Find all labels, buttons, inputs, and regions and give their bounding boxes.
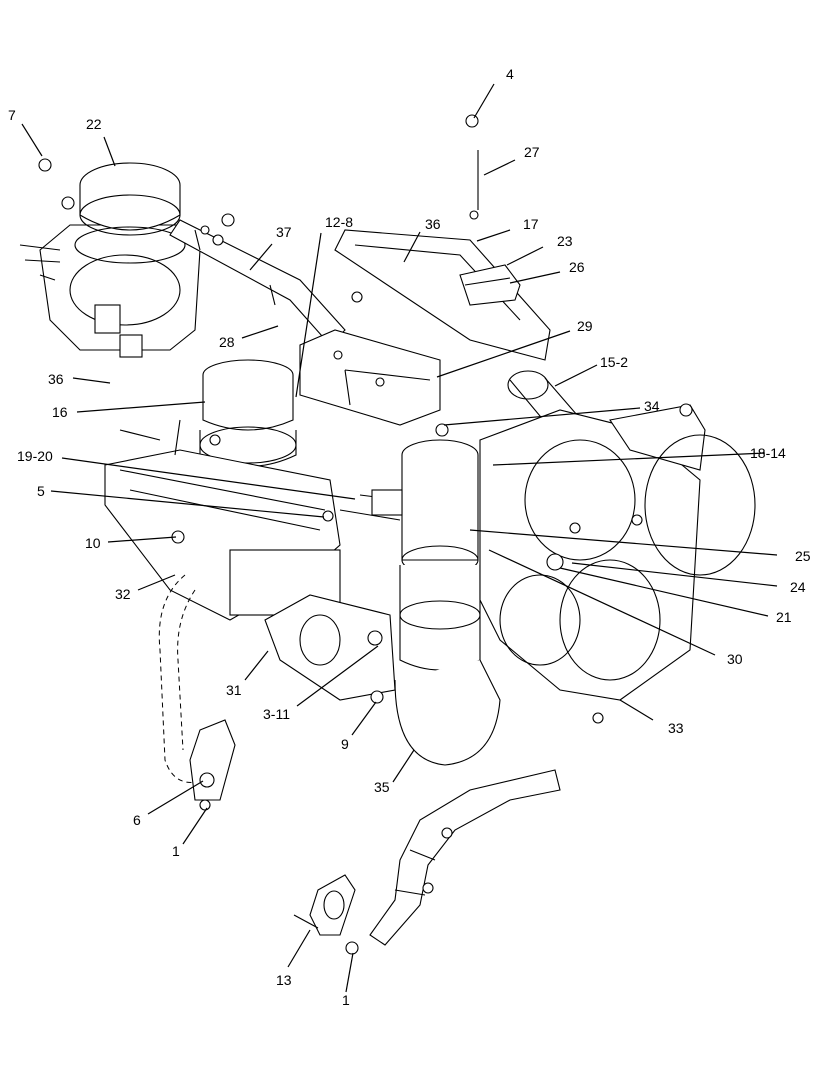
dashed-hose-32-part (158, 574, 206, 783)
callout-9: 9 (341, 736, 349, 752)
cylinder-head-part (104, 419, 341, 621)
callout-1-lower: 1 (342, 992, 350, 1008)
callout-34: 34 (644, 398, 660, 414)
pump-column-part (322, 423, 501, 766)
callout-28: 28 (219, 334, 235, 350)
leader-lines (21, 83, 778, 993)
callout-16: 16 (52, 404, 68, 420)
callout-1-upper: 1 (172, 843, 180, 859)
callout-4: 4 (506, 66, 514, 82)
callout-26: 26 (569, 259, 585, 275)
callout-19-20: 19-20 (17, 448, 53, 464)
flange-13-part (309, 874, 359, 955)
callout-37: 37 (276, 224, 292, 240)
callout-6: 6 (133, 812, 141, 828)
callout-12-8: 12-8 (325, 214, 353, 230)
callout-labels: 4 27 17 23 26 7 22 37 12-8 36 28 29 15-2… (8, 66, 811, 1008)
callout-36-upper: 36 (425, 216, 441, 232)
callout-23: 23 (557, 233, 573, 249)
callout-30: 30 (727, 651, 743, 667)
intake-tube-part (169, 213, 346, 346)
callout-25: 25 (795, 548, 811, 564)
air-compressor-part (19, 158, 201, 358)
callout-15-2: 15-2 (600, 354, 628, 370)
bracket-36-part (334, 229, 551, 361)
callout-31: 31 (226, 682, 242, 698)
gear-housing-31-part (264, 594, 396, 704)
callout-32: 32 (115, 586, 131, 602)
callout-17: 17 (523, 216, 539, 232)
outlet-pipe-35-part (369, 769, 561, 946)
callout-10: 10 (85, 535, 101, 551)
callout-35: 35 (374, 779, 390, 795)
bracket-6-part (189, 719, 236, 811)
turbo-housing-part (479, 403, 756, 724)
callout-21: 21 (776, 609, 792, 625)
callout-18-14: 18-14 (750, 445, 786, 461)
callout-27: 27 (524, 144, 540, 160)
callout-33: 33 (668, 720, 684, 736)
engine-artwork (19, 114, 756, 955)
callout-7: 7 (8, 107, 16, 123)
filter-canister-16-part (199, 359, 297, 467)
callout-5: 5 (37, 483, 45, 499)
callout-13: 13 (276, 972, 292, 988)
top-small-parts (459, 114, 521, 306)
callout-36-left: 36 (48, 371, 64, 387)
callout-24: 24 (790, 579, 806, 595)
callout-3-11: 3-11 (263, 706, 290, 722)
callout-29: 29 (577, 318, 593, 334)
manifold-29-part (299, 329, 441, 426)
callout-22: 22 (86, 116, 102, 132)
